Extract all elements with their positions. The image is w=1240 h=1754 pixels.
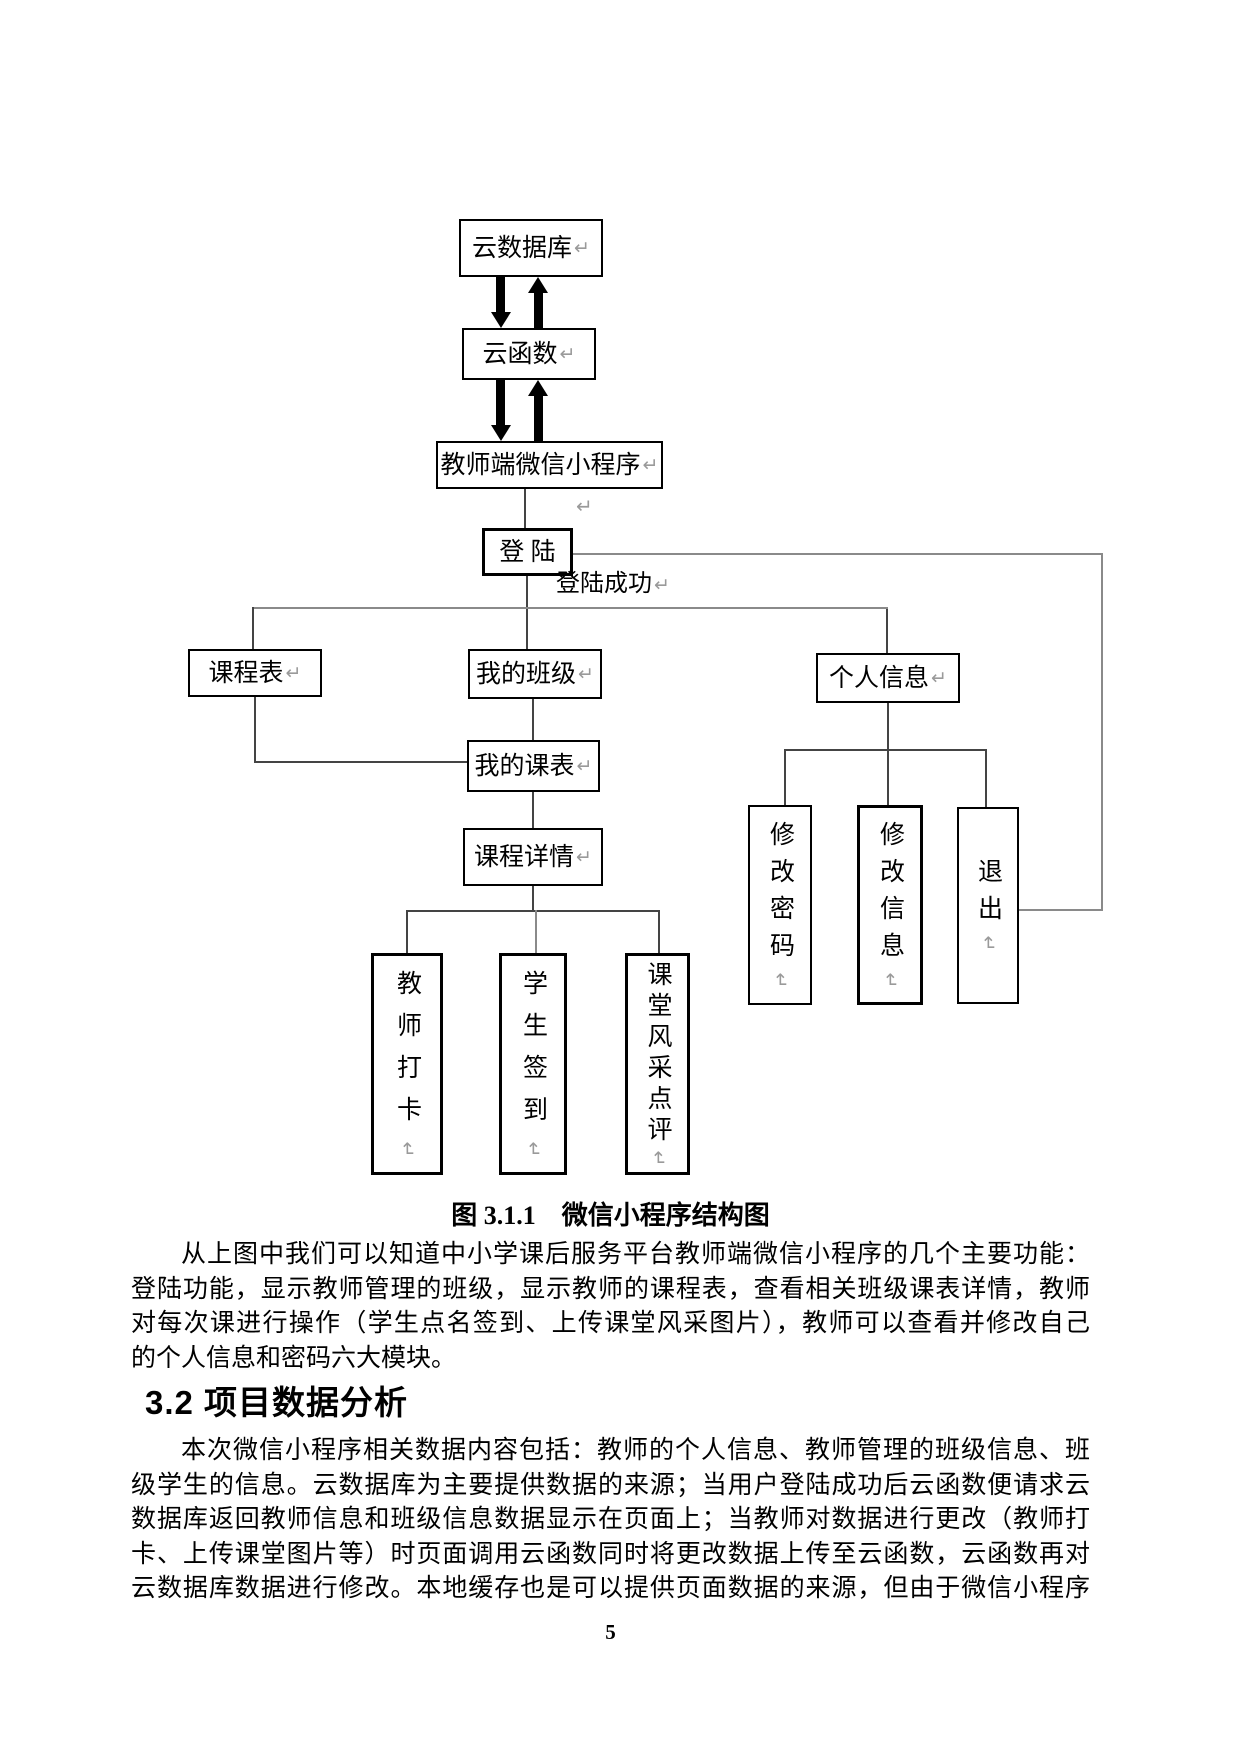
node-label: 修改密码: [766, 820, 794, 969]
node-personal-info: 个人信息↵: [816, 653, 960, 703]
edge-label-login-success: 登陆成功↵: [556, 571, 670, 597]
node-cloud-function: 云函数↵: [462, 328, 596, 380]
return-mark-icon: ↵: [931, 666, 947, 689]
connector: [407, 910, 660, 912]
node-cloud-database: 云数据库↵: [459, 219, 603, 277]
node-label: 我的班级: [476, 660, 577, 688]
flow-arrow-up-shaft: [534, 395, 543, 441]
return-mark-icon: ↵: [576, 754, 593, 777]
connector: [887, 749, 889, 805]
return-mark-icon: ↵: [396, 1141, 419, 1157]
paragraph-line: 登陆功能，显示教师管理的班级，显示教师的课程表，查看相关班级课表详情，教师: [131, 1275, 1090, 1303]
paragraph-line: 对每次课进行操作（学生点名签到、上传课堂风采图片），教师可以查看并修改自己: [131, 1310, 1090, 1337]
connector-login-to-logout: [1019, 909, 1103, 911]
flow-arrow-up-head: [528, 277, 548, 293]
connector-login-success-branch: [252, 607, 888, 609]
connector: [526, 576, 528, 649]
flow-arrow-up-head: [528, 380, 548, 396]
flow-arrow-down-head: [491, 425, 511, 441]
node-label: 课程详情: [474, 843, 575, 871]
paragraph-line: 的个人信息和密码六大模块。: [131, 1344, 457, 1372]
paragraph-line: 云数据库数据进行修改。本地缓存也是可以提供页面数据的来源，但由于微信小程序: [131, 1575, 1090, 1602]
node-label: 云数据库: [472, 234, 573, 262]
node-label: 退出: [974, 858, 1002, 932]
paragraph-line: 级学生的信息。云数据库为主要提供数据的来源；当用户登陆成功后云函数便请求云: [131, 1471, 1090, 1499]
paragraph-line: 本次微信小程序相关数据内容包括：教师的个人信息、教师管理的班级信息、班: [181, 1437, 1090, 1464]
node-label: 修改信息: [876, 820, 904, 969]
node-teacher-miniprogram: 教师端微信小程序↵: [436, 441, 663, 489]
return-mark-icon: ↵: [522, 1141, 545, 1157]
node-label: 课堂风采点评: [644, 960, 671, 1147]
return-mark-icon: ↵: [578, 662, 594, 685]
return-mark-icon: ↵: [646, 1150, 669, 1166]
node-label: 学生签到: [519, 969, 547, 1138]
return-mark-icon: ↵: [769, 972, 792, 988]
node-label: 教师打卡: [393, 969, 421, 1138]
node-change-password: 修改密码 ↵: [748, 805, 812, 1005]
node-class-review: 课堂风采点评 ↵: [625, 953, 690, 1175]
flow-arrow-down-shaft: [496, 380, 505, 426]
node-my-class: 我的班级↵: [468, 649, 602, 699]
return-mark-icon: ↵: [977, 935, 1000, 952]
flow-arrow-down-shaft: [496, 277, 505, 313]
node-logout: 退出 ↵: [957, 807, 1019, 1004]
return-mark-icon: ↵: [574, 236, 590, 259]
connector: [254, 697, 256, 763]
paragraph-line: 卡、上传课堂图片等）时页面调用云函数同时将更改数据上传至云函数，云函数再对: [131, 1540, 1090, 1568]
figure-caption: 图 3.1.1 微信小程序结构图: [451, 1201, 770, 1230]
node-my-timetable: 我的课表↵: [467, 740, 600, 792]
node-label: 个人信息: [829, 664, 930, 692]
return-mark-icon: ↵: [642, 453, 659, 476]
node-schedule: 课程表↵: [188, 649, 322, 697]
connector: [532, 886, 534, 912]
return-mark-icon: ↵: [285, 661, 302, 684]
paragraph-2: 本次微信小程序相关数据内容包括：教师的个人信息、教师管理的班级信息、班 级学生的…: [131, 1434, 1090, 1607]
return-mark-icon: ↵: [576, 494, 593, 518]
section-heading: 3.2 项目数据分析: [145, 1384, 409, 1421]
flow-arrow-down-head: [491, 312, 511, 328]
paragraph-1: 从上图中我们可以知道中小学课后服务平台教师端微信小程序的几个主要功能： 登陆功能…: [131, 1238, 1090, 1376]
node-teacher-punch: 教师打卡 ↵: [371, 953, 443, 1175]
connector: [985, 749, 987, 807]
connector: [252, 607, 254, 649]
node-label: 我的课表: [474, 752, 575, 780]
node-label: 教师端微信小程序: [440, 451, 641, 479]
node-label: 登 陆: [499, 538, 556, 566]
paragraph-line: 从上图中我们可以知道中小学课后服务平台教师端微信小程序的几个主要功能：: [181, 1241, 1090, 1268]
node-label: 课程表: [208, 659, 284, 687]
return-mark-icon: ↵: [654, 574, 670, 596]
connector-login-to-logout: [1101, 553, 1103, 911]
node-label: 云函数: [482, 340, 558, 368]
connector: [532, 699, 534, 740]
connector: [254, 761, 467, 763]
connector: [406, 910, 408, 953]
connector: [886, 609, 888, 653]
connector: [784, 749, 786, 805]
connector: [532, 792, 534, 828]
page-number: 5: [605, 1620, 616, 1644]
connector: [887, 703, 889, 751]
node-student-sign: 学生签到 ↵: [499, 953, 567, 1175]
connector-login-to-logout: [573, 553, 1103, 555]
flow-arrow-up-shaft: [534, 292, 543, 328]
node-course-detail: 课程详情↵: [463, 828, 603, 886]
node-change-info: 修改信息 ↵: [857, 805, 923, 1005]
connector: [785, 749, 987, 751]
node-login: 登 陆: [482, 528, 573, 576]
connector: [658, 910, 660, 953]
return-mark-icon: ↵: [879, 972, 902, 988]
paragraph-line: 数据库返回教师信息和班级信息数据显示在页面上；当教师对数据进行更改（教师打: [131, 1506, 1090, 1533]
connector: [524, 489, 526, 528]
return-mark-icon: ↵: [576, 845, 592, 868]
return-mark-icon: ↵: [559, 342, 576, 365]
connector: [535, 910, 537, 953]
